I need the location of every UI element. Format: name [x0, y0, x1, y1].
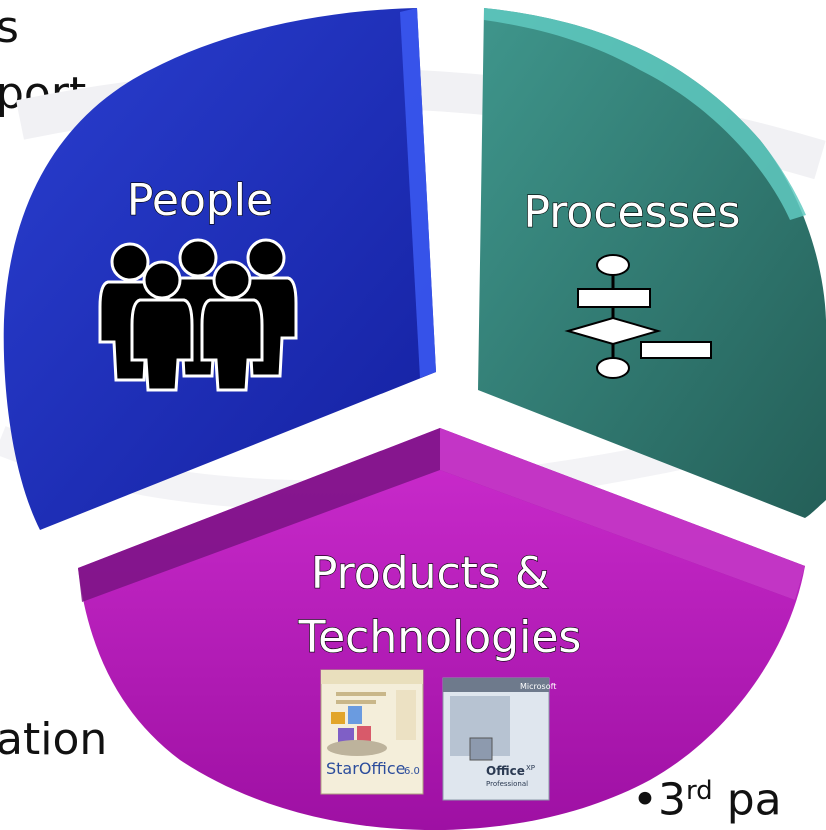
segment-products-top-face-right — [440, 428, 805, 600]
segment-processes — [478, 8, 826, 518]
products-title-line1: Products & — [311, 548, 549, 599]
ms-office-edition: Professional — [486, 780, 528, 788]
people-group-icon — [98, 238, 298, 392]
segment-people-edge — [400, 8, 436, 378]
staroffice-box: StarOffice 6.0 — [320, 669, 424, 795]
ms-office-version: XP — [526, 764, 535, 772]
products-title-line2: Technologies — [298, 612, 582, 663]
people-title: People — [127, 175, 273, 226]
ms-office-label: Office — [486, 764, 525, 778]
segment-processes-shape — [478, 8, 826, 518]
flowchart-icon — [564, 254, 712, 379]
background-text-fragment-3: ation — [0, 714, 108, 765]
ms-office-brand: Microsoft — [520, 682, 556, 691]
staroffice-label: StarOffice — [326, 759, 406, 778]
staroffice-version: 6.0 — [404, 766, 420, 777]
segment-products — [78, 428, 805, 830]
background-text-fragment-1: s — [0, 2, 19, 53]
background-text-fragment-4: •3rd pa — [632, 774, 782, 826]
ms-office-box: Microsoft Office XP Professional — [442, 677, 556, 801]
processes-title: Processes — [524, 187, 741, 238]
